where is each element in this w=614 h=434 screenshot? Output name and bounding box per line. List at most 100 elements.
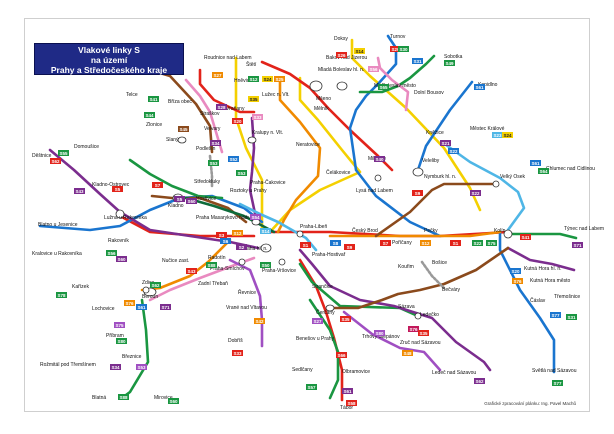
line-badge: S53 (209, 161, 218, 166)
label-trhovy: Trhový Štěpánov (362, 333, 400, 340)
line-brown-kolin (374, 182, 496, 238)
label-mbmesto: Ml. Boleslav město (374, 83, 416, 89)
line-badge: S76 (513, 279, 522, 284)
line-red-benesov (298, 258, 344, 402)
line-badge-bg (486, 240, 497, 246)
label-revnice: Řevnice (238, 288, 256, 296)
line-badge-bg (510, 268, 521, 274)
label-velkyosek: Velký Osek (500, 174, 526, 180)
line-badge-bg (342, 388, 353, 394)
line-badge: S24 (503, 133, 512, 138)
line-orange-kolin (328, 230, 502, 238)
line-badge: S14 (355, 49, 364, 54)
line-badge-bg (402, 350, 413, 356)
line-badge-bg (216, 232, 227, 238)
line-badge: S20 (391, 47, 400, 52)
line-badge-bg (448, 148, 459, 154)
label-steti: Štětí (246, 61, 257, 68)
label-sobotka: Sobotka (444, 54, 463, 60)
label-zruc: Zruč nad Sázavou (400, 340, 441, 346)
line-badge: S42 (255, 319, 264, 324)
label-kolin: Kolín (494, 228, 506, 234)
line-yellow-melnik (268, 76, 362, 234)
line-blue-kopidlno (416, 80, 474, 172)
line-badge-bg (512, 278, 523, 284)
label-zadni: Zadní Třebaň (198, 281, 228, 287)
line-badge-bg (502, 132, 513, 138)
line-badge: S65 (379, 85, 388, 90)
station-velkyosek (492, 180, 500, 188)
line-badge-bg (306, 384, 317, 390)
label-brizaobec: Bříza obec (168, 99, 192, 105)
line-badge-bg (110, 364, 121, 370)
label-dobris: Dobříš (228, 338, 243, 344)
label-praha: Praha hl. n. (242, 246, 268, 252)
label-hostivice: Hostivice (196, 196, 217, 202)
label-kladno: Kladno (168, 203, 184, 209)
line-badge-bg (492, 132, 503, 138)
line-badge: S60 (169, 399, 178, 404)
line-badge-bg (374, 330, 385, 336)
label-chlumec: Chlumec nad Cidlinou (546, 166, 595, 172)
line-badge: S76 (125, 301, 134, 306)
line-badge-bg (186, 268, 197, 274)
line-badge-bg (178, 126, 189, 132)
line-badge: S35 (249, 97, 258, 102)
label-cbrod: Český Brod (352, 227, 378, 234)
line-badge-bg (208, 160, 219, 166)
line-badge: S27 (213, 73, 222, 78)
label-radotin: Radotín (208, 255, 226, 261)
map-title: Vlakové linky S na území Prahy a Středoč… (34, 43, 184, 75)
station-slany (177, 136, 187, 144)
line-lightblue-kolin (440, 140, 526, 232)
line-gray-dotted-kourim (420, 260, 446, 290)
line-badge: S8 (333, 241, 339, 246)
line-blue-kolin (498, 230, 556, 374)
label-tabor: Tábor (340, 405, 353, 411)
label-rakovnik: Rakovník (108, 238, 129, 244)
label-mseno: Mšeno (316, 96, 331, 102)
label-hostivar: Praha-Hostivař (312, 252, 346, 258)
label-sedlcany: Sedlčany (292, 367, 313, 373)
line-badge: S61 (137, 305, 146, 310)
line-badge: S35 (341, 317, 350, 322)
line-badge-bg (340, 316, 351, 322)
line-badge: S53 (237, 171, 246, 176)
station-mladab (336, 81, 348, 91)
label-podlesin: Podlešín (196, 146, 216, 152)
line-badge-bg (474, 84, 485, 90)
line-badge: S31 (413, 59, 422, 64)
label-luzec: Lužec n. Vlt. (262, 92, 290, 98)
line-badge-bg (408, 326, 419, 332)
line-badge-bg (136, 304, 147, 310)
line-badge: S21 (441, 141, 450, 146)
line-badge-bg (248, 76, 259, 82)
line-badge: S44 (145, 113, 154, 118)
line-badge: S43 (75, 189, 84, 194)
label-celakovice: Čelákovice (326, 169, 351, 176)
label-roudnice: Roudnice nad Labem (204, 55, 252, 61)
label-liben: Praha-Libeň (300, 224, 327, 230)
station-melnik (309, 80, 323, 92)
line-badge-bg (114, 322, 125, 328)
line-badge-bg (252, 114, 263, 120)
label-slany: Slaný (166, 137, 179, 143)
label-strancice: Strančice (312, 284, 333, 290)
line-badge: S35 (419, 331, 428, 336)
line-badge: S9 (415, 191, 421, 196)
line-badge: S14 (261, 229, 270, 234)
line-badge-bg (220, 238, 231, 244)
line-badge-bg (550, 312, 561, 318)
line-badge-bg (300, 242, 311, 248)
line-badge-bg (56, 292, 67, 298)
label-lochovice: Lochovice (92, 306, 115, 312)
label-cakovice: Praha-Čakovice (250, 179, 286, 186)
line-green-west (128, 158, 224, 200)
line-badge-bg (160, 304, 171, 310)
line-badge-bg (530, 160, 541, 166)
line-badge: S22 (471, 191, 480, 196)
line-badge-bg (168, 398, 179, 404)
line-badge: S57 (307, 385, 316, 390)
line-blue-turnov (348, 34, 442, 238)
line-badge-bg (520, 234, 531, 240)
